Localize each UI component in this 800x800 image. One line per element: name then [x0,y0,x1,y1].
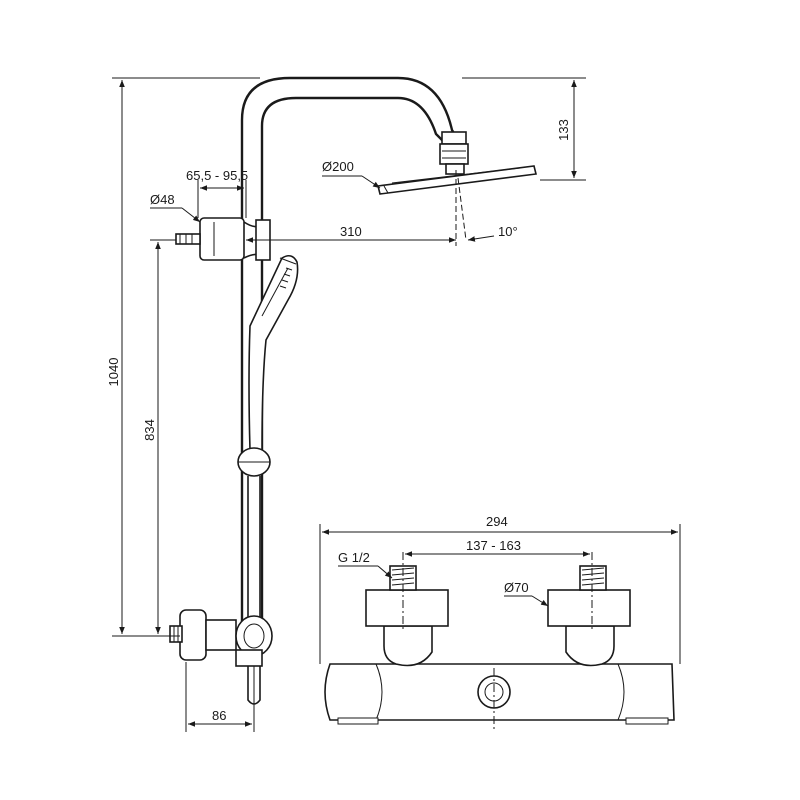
dim-thread-size: G 1/2 [338,550,370,565]
riser-pipe-inner [260,96,445,640]
dim-arm-drop: 133 [556,119,571,141]
lower-bracket [179,609,207,661]
column-dimensions: 1040 834 133 Ø200 310 10° 65,5 - 95,5 Ø4… [106,77,586,732]
dim-bracket-range: 65,5 - 95,5 [186,168,248,183]
dim-tilt-angle: 10° [498,224,518,239]
arm-joint [441,131,467,145]
dim-escutcheon-diameter: Ø70 [504,580,529,595]
arm-nut [439,143,469,165]
riser-pipe-outer [240,76,460,640]
dim-total-height: 1040 [106,358,121,387]
hand-shower [248,254,299,451]
dim-wall-offset: 86 [212,708,226,723]
mixer-dimensions: 294 137 - 163 G 1/2 Ø70 [319,514,681,664]
dim-mixer-width: 294 [486,514,508,529]
dim-bar-height: 834 [142,419,157,441]
right-escutcheon [547,589,631,627]
dim-head-diameter: Ø200 [322,159,354,174]
dim-pipe-diameter: Ø48 [150,192,175,207]
dim-arm-reach: 310 [340,224,362,239]
dim-inlet-spacing: 137 - 163 [466,538,521,553]
thermostatic-mixer [324,552,675,730]
left-escutcheon [365,589,449,627]
upper-bracket [199,217,245,261]
